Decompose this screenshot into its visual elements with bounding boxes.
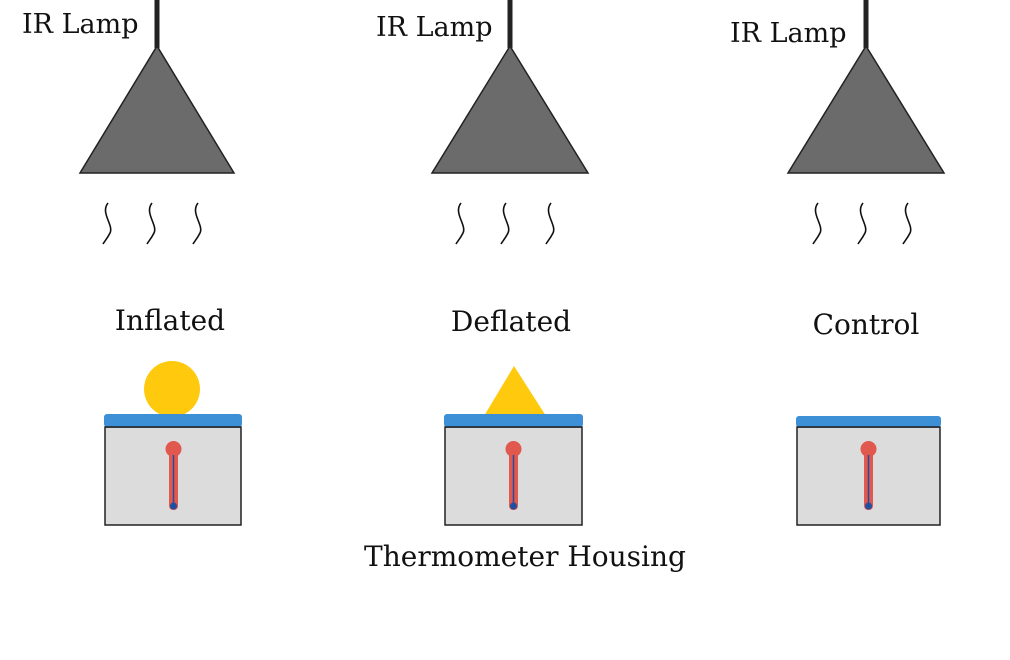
- ir-lamp-2: IR Lamp: [376, 0, 590, 174]
- heat-wave-icon: [857, 202, 867, 245]
- inflated-ball-icon: [144, 361, 200, 417]
- thermometer-housing-3: [796, 416, 941, 526]
- heat-wave-icon: [902, 202, 912, 245]
- ir-lamp-3: IR Lamp: [730, 0, 946, 174]
- heat-waves-1: [102, 202, 202, 245]
- heat-wave-icon: [455, 202, 465, 245]
- lamp-shade-icon: [786, 44, 946, 174]
- housing-top-plate: [796, 416, 941, 427]
- ir-lamp-1: IR Lamp: [22, 0, 236, 174]
- lamp-label: IR Lamp: [376, 12, 493, 43]
- heat-wave-icon: [102, 202, 112, 245]
- lamp-shade-icon: [78, 44, 236, 174]
- condition-label-control: Control: [813, 308, 920, 341]
- heat-waves-3: [812, 202, 912, 245]
- thermometer-housing-1: [104, 414, 242, 526]
- heat-wave-icon: [545, 202, 555, 245]
- condition-label-inflated: Inflated: [115, 304, 225, 337]
- thermometer-housing-2: [444, 414, 583, 526]
- heat-wave-icon: [500, 202, 510, 245]
- heat-wave-icon: [812, 202, 822, 245]
- lamp-shade-icon: [430, 44, 590, 174]
- housing-top-plate: [104, 414, 242, 427]
- deflated-ball-icon: [484, 366, 546, 416]
- lamp-label: IR Lamp: [22, 9, 139, 40]
- housing-caption: Thermometer Housing: [364, 540, 686, 573]
- thermometer-icon: [505, 441, 522, 510]
- lamp-label: IR Lamp: [730, 18, 847, 49]
- heat-waves-2: [455, 202, 555, 245]
- heat-wave-icon: [146, 202, 156, 245]
- housing-top-plate: [444, 414, 583, 427]
- thermometer-icon: [165, 441, 182, 510]
- condition-label-deflated: Deflated: [451, 305, 571, 338]
- heat-wave-icon: [192, 202, 202, 245]
- thermometer-icon: [860, 441, 877, 510]
